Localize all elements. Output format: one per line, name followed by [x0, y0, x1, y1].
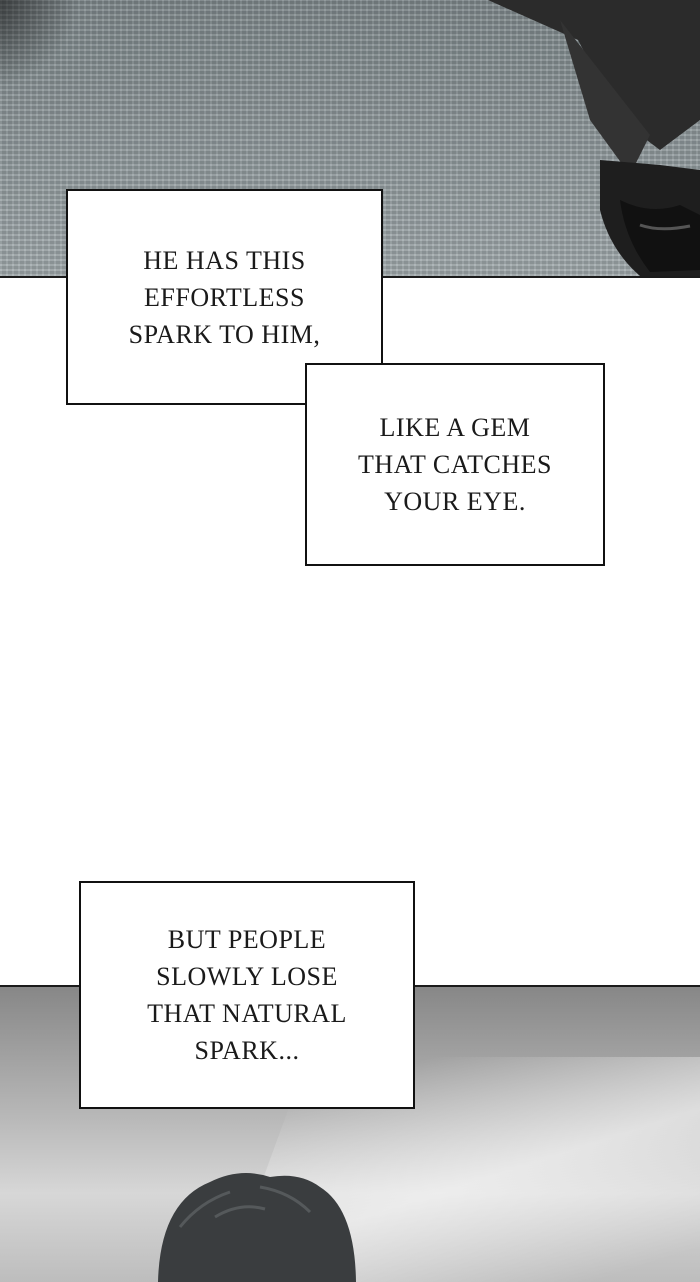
- head-illustration: [158, 1173, 356, 1282]
- caption-2-line-1: LIKE A GEM: [379, 413, 531, 442]
- narration-caption-2: LIKE A GEM THAT CATCHES YOUR EYE.: [305, 363, 605, 566]
- narration-caption-3: BUT PEOPLE SLOWLY LOSE THAT NATURAL SPAR…: [79, 881, 415, 1109]
- suited-leg-illustration: [488, 0, 700, 276]
- caption-2-line-3: YOUR EYE.: [384, 487, 526, 516]
- caption-1-line-2: EFFORTLESS: [144, 282, 305, 312]
- caption-1-line-3: SPARK TO HIM,: [128, 319, 321, 349]
- corner-shadow: [0, 0, 80, 90]
- caption-3-line-3: THAT NATURAL: [147, 999, 347, 1028]
- caption-2-line-2: THAT CATCHES: [357, 450, 553, 479]
- caption-3-line-4: SPARK...: [194, 1036, 300, 1065]
- top-comic-panel: [0, 0, 700, 278]
- caption-1-line-1: HE HAS THIS: [143, 245, 306, 275]
- caption-3-line-2: SLOWLY LOSE: [156, 962, 338, 991]
- caption-3-line-1: BUT PEOPLE: [167, 925, 327, 954]
